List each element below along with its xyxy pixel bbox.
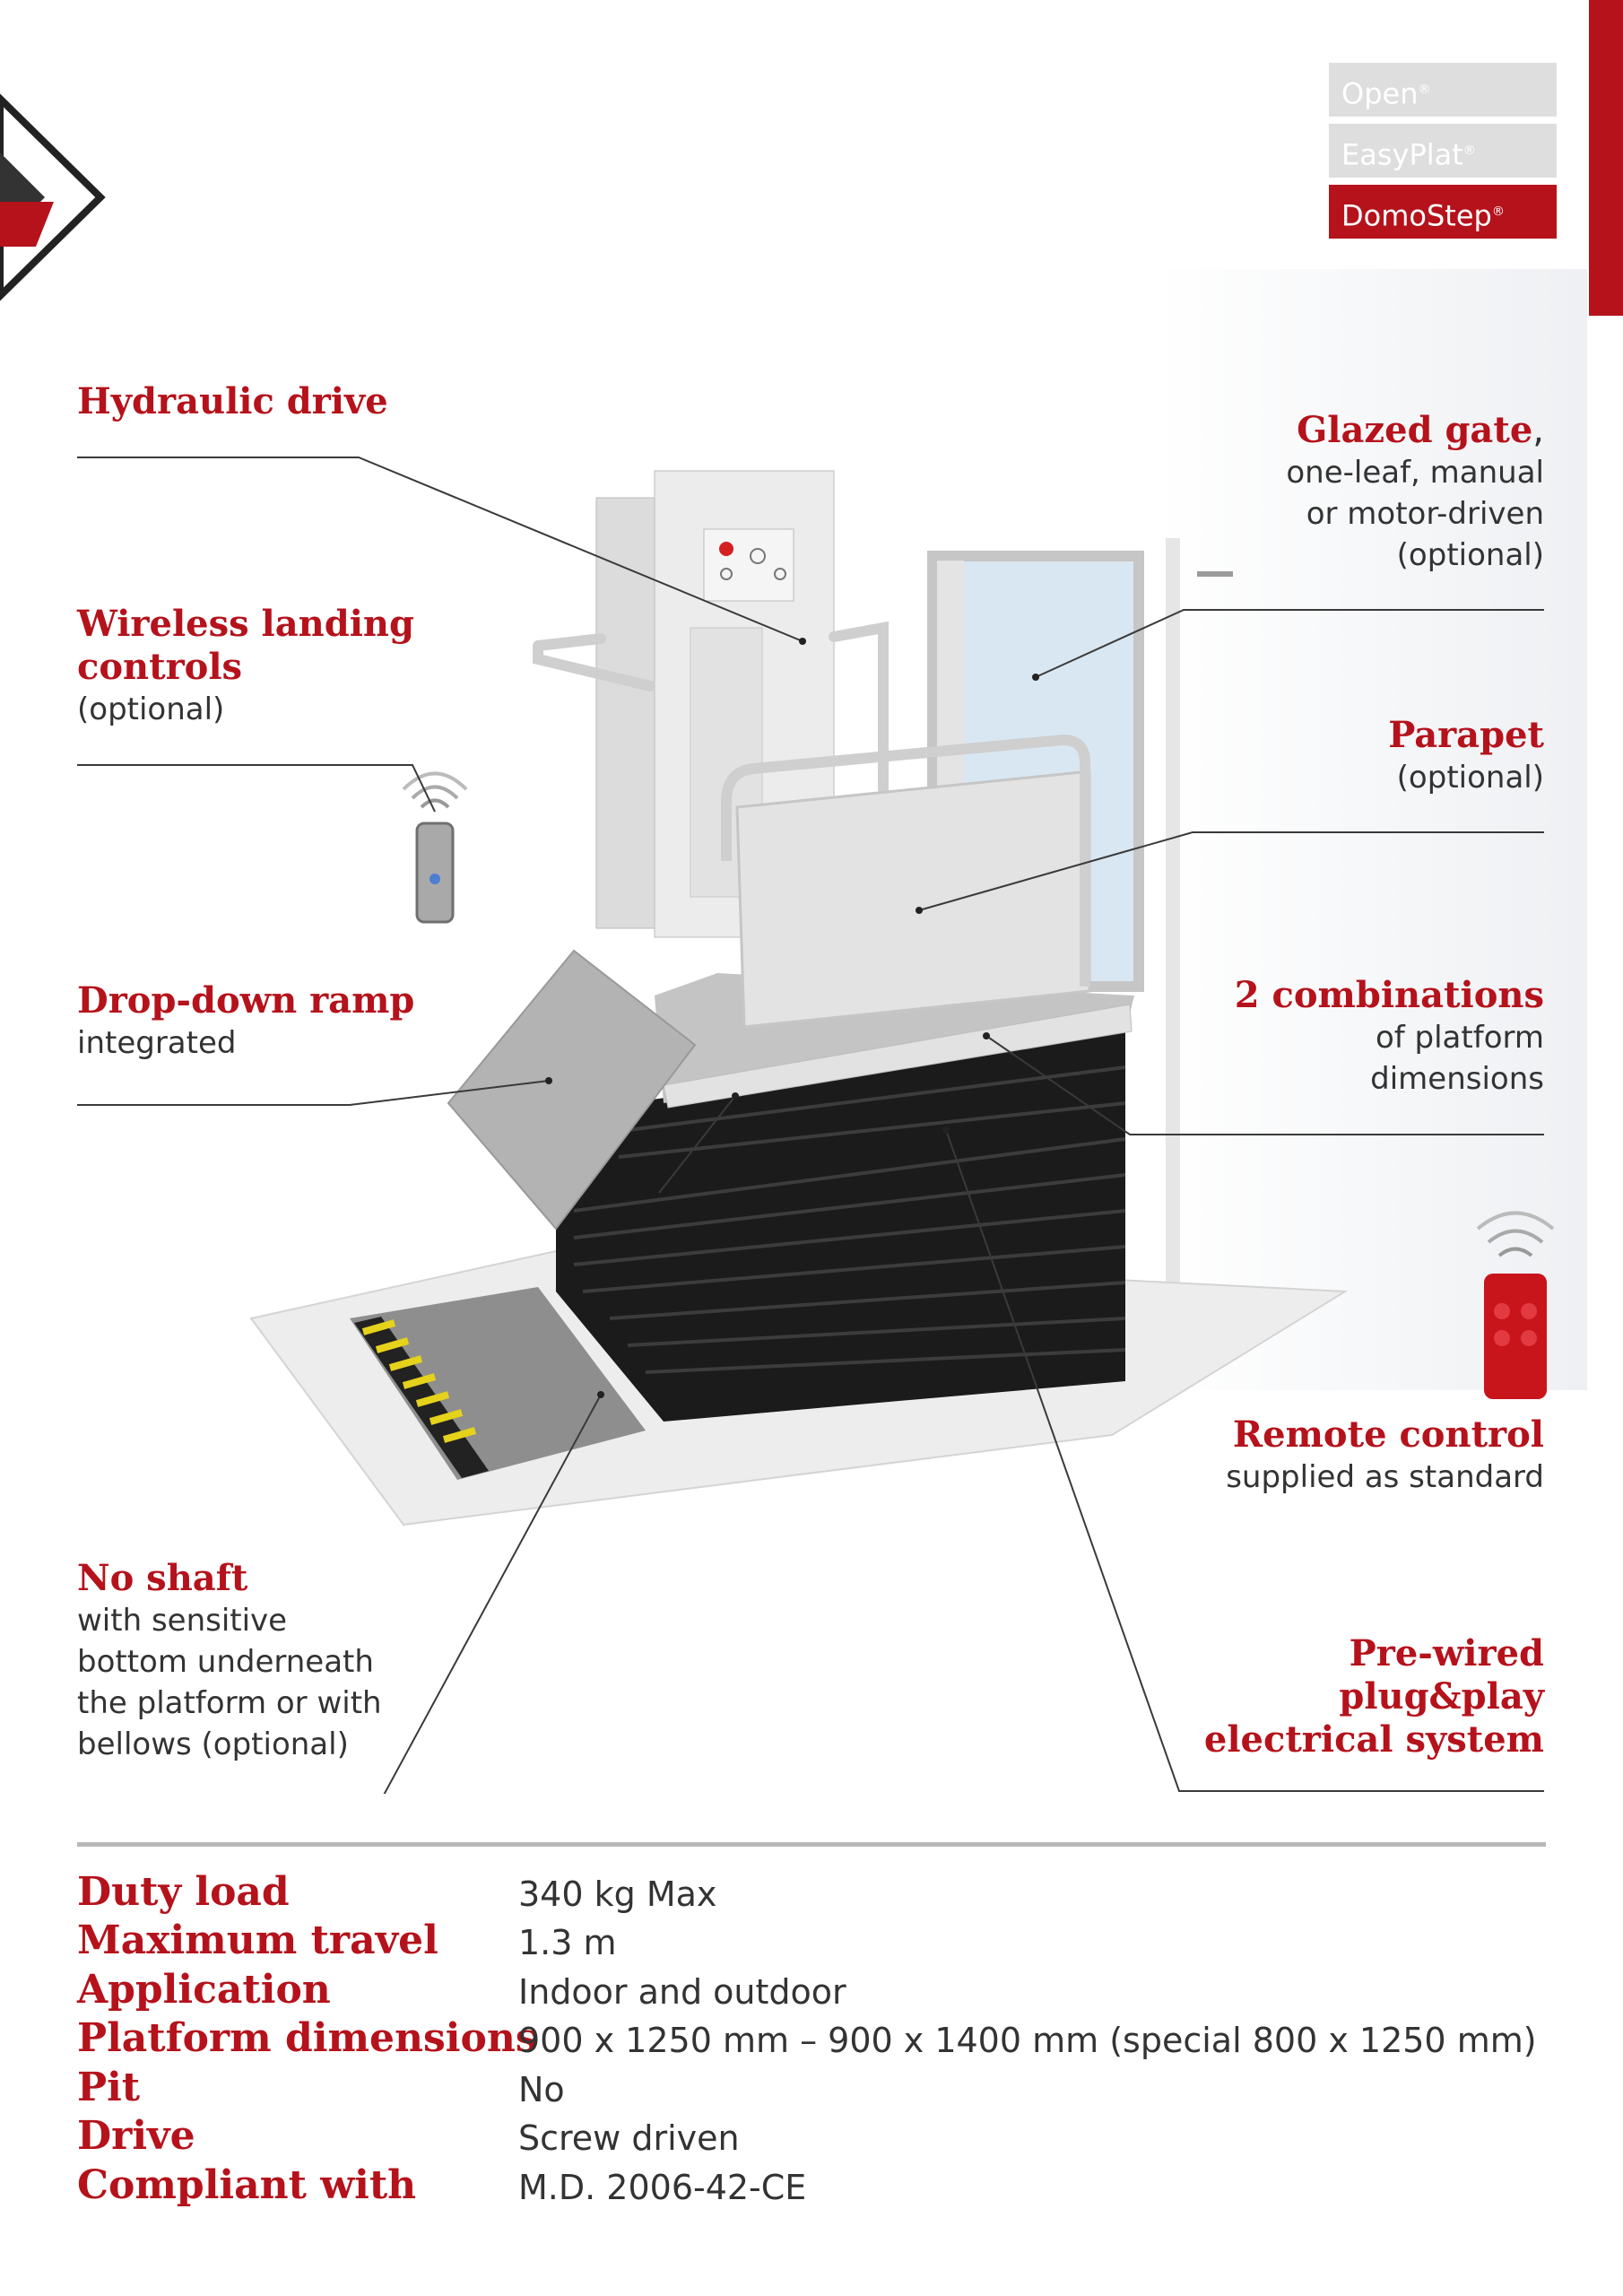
callout-ramp-title: Drop-down ramp <box>77 979 415 1022</box>
callout-noshaft-line-4: bellows (optional) <box>77 1726 349 1762</box>
spec-value-duty-load: 340 kg Max <box>518 1874 717 1914</box>
callout-combinations-title: 2 combinations <box>1234 974 1544 1016</box>
spec-value-drive: Screw driven <box>518 2118 740 2158</box>
callout-remote-sub: supplied as standard <box>1226 1459 1544 1495</box>
tab-open-label: Open <box>1341 76 1419 111</box>
side-accent-bar <box>1589 0 1623 316</box>
callout-prewired-line-3: electrical system <box>1203 1718 1544 1761</box>
callout-prewired: Pre-wired plug&play electrical system <box>1006 1632 1544 1761</box>
callout-wireless: Wireless landing controls (optional) <box>77 603 414 730</box>
tab-domostep-label: DomoStep <box>1341 198 1492 233</box>
caution-stripe-icon <box>354 1317 489 1478</box>
spec-value-max-travel: 1.3 m <box>518 1923 617 1962</box>
callout-parapet-sub: (optional) <box>1396 760 1544 796</box>
callout-prewired-line-1: Pre-wired <box>1349 1632 1544 1674</box>
callout-parapet-title: Parapet <box>1388 714 1544 756</box>
callout-remote: Remote control supplied as standard <box>1006 1413 1544 1498</box>
tab-domostep[interactable]: DomoStep® <box>1329 185 1557 239</box>
callout-gate-line-1: one-leaf, manual <box>1286 455 1544 491</box>
callout-combinations-line-1: of platform <box>1375 1020 1544 1056</box>
tab-easyplat[interactable]: EasyPlat® <box>1329 124 1557 178</box>
spec-label-pit: Pit <box>77 2065 141 2110</box>
platform-lift-illustration <box>77 269 1587 1794</box>
callout-noshaft-line-3: the platform or with <box>77 1685 382 1721</box>
spec-value-compliant-with: M.D. 2006-42-CE <box>518 2168 807 2207</box>
spec-value-application: Indoor and outdoor <box>518 1972 846 2012</box>
spec-label-duty-load: Duty load <box>77 1869 290 1915</box>
spec-label-application: Application <box>77 1967 331 2013</box>
callout-noshaft-line-1: with sensitive <box>77 1603 288 1639</box>
callout-gate-title: Glazed gate <box>1297 409 1533 451</box>
spec-label-max-travel: Maximum travel <box>77 1918 438 1963</box>
spec-label-drive: Drive <box>77 2113 195 2159</box>
callout-hydraulic-title: Hydraulic drive <box>77 380 388 422</box>
callout-combinations-line-2: dimensions <box>1370 1061 1544 1097</box>
callout-ramp-sub: integrated <box>77 1025 237 1061</box>
tab-open[interactable]: Open® <box>1329 63 1557 117</box>
callout-remote-title: Remote control <box>1232 1413 1544 1456</box>
tab-easyplat-label: EasyPlat <box>1341 137 1463 172</box>
remote-control-icon <box>1476 1211 1555 1399</box>
spec-divider <box>77 1842 1546 1847</box>
callout-combinations: 2 combinations of platform dimensions <box>1006 974 1544 1100</box>
callout-gate-line-2: or motor-driven <box>1306 496 1544 532</box>
callout-parapet: Parapet (optional) <box>1006 714 1544 798</box>
callout-prewired-line-2: plug&play <box>1339 1675 1544 1718</box>
brand-logo-icon <box>0 93 106 301</box>
spec-value-pit: No <box>518 2070 565 2109</box>
callout-noshaft-line-2: bottom underneath <box>77 1644 374 1680</box>
callout-ramp: Drop-down ramp integrated <box>77 979 414 1064</box>
callout-gate-line-3: (optional) <box>1396 537 1544 573</box>
callout-wireless-title-2: controls <box>77 646 243 688</box>
wireless-landing-control-icon <box>402 771 468 924</box>
callout-gate: Glazed gate, one-leaf, manual or motor-d… <box>1006 409 1544 576</box>
callout-wireless-title-1: Wireless landing <box>77 603 414 645</box>
spec-value-platform-dimensions: 900 x 1250 mm – 900 x 1400 mm (special 8… <box>518 2021 1537 2060</box>
spec-label-compliant-with: Compliant with <box>77 2162 417 2208</box>
spec-label-platform-dimensions: Platform dimensions <box>77 2015 538 2061</box>
callout-noshaft: No shaft with sensitive bottom underneat… <box>77 1557 382 1765</box>
callout-wireless-sub: (optional) <box>77 691 225 727</box>
callout-noshaft-title: No shaft <box>77 1557 248 1599</box>
